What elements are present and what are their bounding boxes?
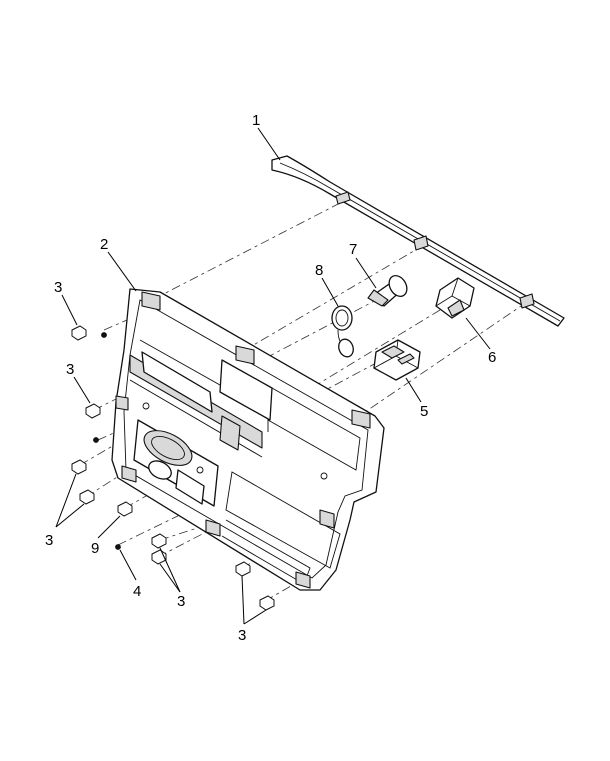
screws bbox=[93, 332, 121, 550]
callout-3-bottom-right: 3 bbox=[238, 627, 246, 644]
callout-6: 6 bbox=[488, 349, 496, 366]
socket-cap bbox=[331, 305, 354, 358]
callout-1: 1 bbox=[252, 112, 260, 129]
callout-3-top: 3 bbox=[54, 279, 62, 296]
back-panel bbox=[111, 288, 385, 591]
callout-5: 5 bbox=[420, 403, 428, 420]
callout-8: 8 bbox=[315, 262, 323, 279]
callout-7: 7 bbox=[349, 241, 357, 258]
callout-3-bottom-center: 3 bbox=[177, 593, 185, 610]
power-socket bbox=[367, 275, 408, 307]
leader-lines bbox=[55, 127, 491, 625]
callout-labels: 1 2 3 3 3 3 3 4 5 6 7 8 9 bbox=[45, 112, 496, 644]
callout-9: 9 bbox=[91, 540, 99, 557]
top-trim-strip bbox=[271, 155, 565, 327]
callout-2: 2 bbox=[100, 236, 108, 253]
callout-3-middle: 3 bbox=[66, 361, 74, 378]
callout-3-left: 3 bbox=[45, 532, 53, 549]
outlet-block bbox=[373, 339, 421, 381]
retaining-clips bbox=[71, 325, 275, 611]
rocker-switch bbox=[435, 277, 475, 319]
callout-4: 4 bbox=[133, 583, 141, 600]
